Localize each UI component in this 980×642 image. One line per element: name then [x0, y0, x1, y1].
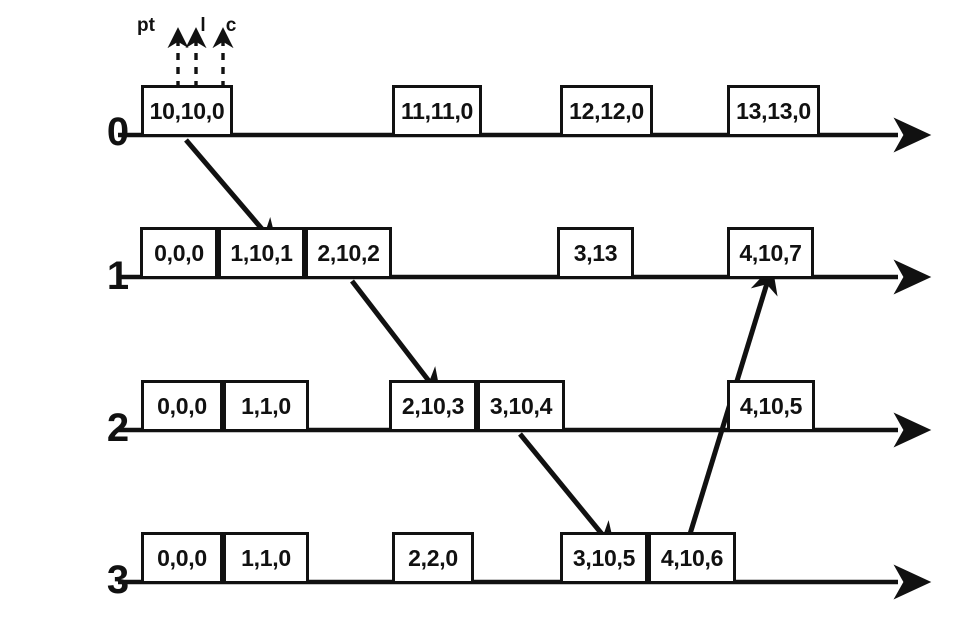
- timeline-cell[interactable]: 3,13: [557, 227, 634, 279]
- timeline-row-label-1: 1: [106, 254, 130, 298]
- timeline-cell[interactable]: 4,10,5: [727, 380, 815, 432]
- timeline-axes-group: [118, 117, 932, 600]
- timeline-cell[interactable]: 3,10,4: [477, 380, 565, 432]
- flow-arrow-row2-to-row3: [518, 432, 616, 551]
- timeline-cell[interactable]: 1,1,0: [223, 380, 309, 432]
- field-label-l: l: [200, 15, 206, 36]
- timeline-cell[interactable]: 3,10,5: [560, 532, 648, 584]
- flow-arrow-row1-to-row2: [350, 279, 442, 397]
- timeline-row-label-0: 0: [106, 110, 130, 154]
- timeline-cell[interactable]: 0,0,0: [140, 227, 218, 279]
- field-label-c: c: [225, 15, 237, 36]
- timeline-cell[interactable]: 4,10,6: [648, 532, 736, 584]
- flow-arrow-row0-to-row1: [184, 138, 278, 248]
- timeline-cell[interactable]: 10,10,0: [141, 85, 233, 137]
- timeline-cell[interactable]: 1,1,0: [223, 532, 309, 584]
- timeline-cell[interactable]: 12,12,0: [560, 85, 653, 137]
- flow-arrows-group: [184, 138, 778, 551]
- timeline-cell[interactable]: 4,10,7: [727, 227, 814, 279]
- field-pointer-arrows-group: [167, 27, 234, 88]
- timeline-cell[interactable]: 0,0,0: [141, 532, 223, 584]
- timeline-row-label-3: 3: [106, 558, 130, 602]
- field-label-pt: pt: [137, 15, 155, 36]
- timeline-cell[interactable]: 2,10,3: [389, 380, 477, 432]
- timeline-cell[interactable]: 2,2,0: [392, 532, 474, 584]
- timeline-cell[interactable]: 13,13,0: [727, 85, 820, 137]
- timeline-cell[interactable]: 11,11,0: [392, 85, 482, 137]
- timeline-cell[interactable]: 2,10,2: [305, 227, 392, 279]
- timeline-cell[interactable]: 0,0,0: [141, 380, 223, 432]
- timeline-cell[interactable]: 1,10,1: [218, 227, 305, 279]
- timeline-row-label-2: 2: [106, 406, 130, 450]
